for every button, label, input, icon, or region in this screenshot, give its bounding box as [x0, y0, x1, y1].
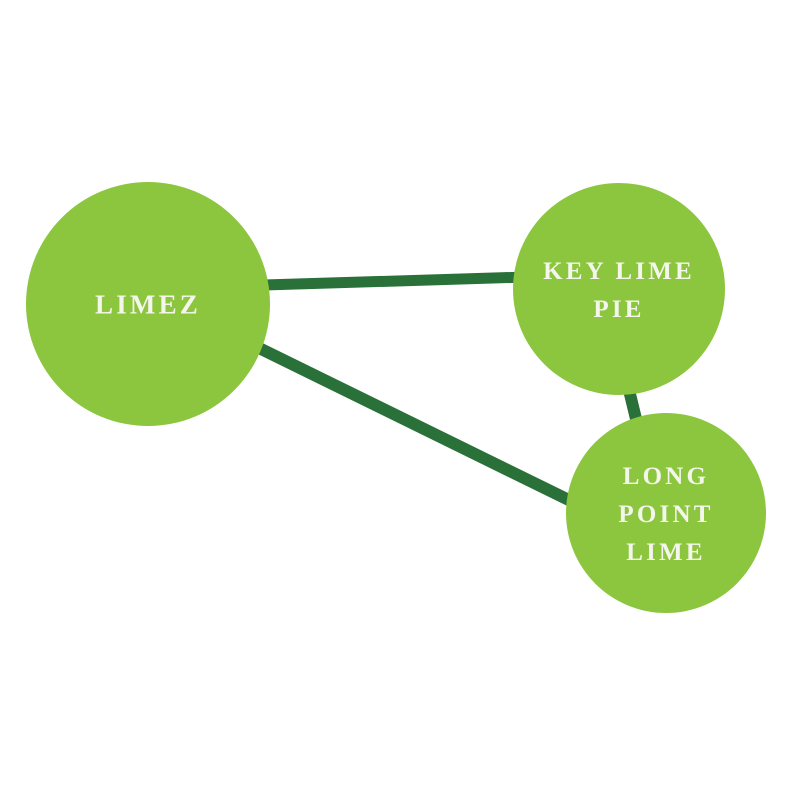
- node-label-long-point-lime: LONG POINT LIME: [618, 463, 713, 566]
- graph-node-key-lime-pie[interactable]: KEY LIME PIE: [513, 183, 725, 395]
- node-circle-key-lime-pie[interactable]: [513, 183, 725, 395]
- node-label-line: KEY LIME: [543, 258, 695, 285]
- node-label-key-lime-pie: KEY LIME PIE: [543, 258, 695, 323]
- node-label-line: LONG: [623, 463, 709, 490]
- graph-edge-limez-to-long-point-lime[interactable]: [254, 341, 580, 510]
- node-label-line: PIE: [593, 296, 644, 323]
- edges-layer: [254, 271, 643, 510]
- nodes-layer: LIMEZ KEY LIME PIE LONG POINT LIME: [26, 182, 766, 613]
- graph-edge-key-lime-pie-to-long-point-lime[interactable]: [623, 388, 643, 425]
- graph-edge-limez-to-key-lime-pie[interactable]: [263, 271, 528, 291]
- node-circle-long-point-lime[interactable]: [566, 413, 766, 613]
- node-label-limez: LIMEZ: [95, 289, 201, 319]
- node-label-line: LIMEZ: [95, 289, 201, 319]
- node-circle-limez[interactable]: [26, 182, 270, 426]
- node-label-line: POINT: [618, 501, 713, 528]
- graph-node-limez[interactable]: LIMEZ: [26, 182, 270, 426]
- graph-node-long-point-lime[interactable]: LONG POINT LIME: [566, 413, 766, 613]
- node-label-line: LIME: [626, 539, 705, 566]
